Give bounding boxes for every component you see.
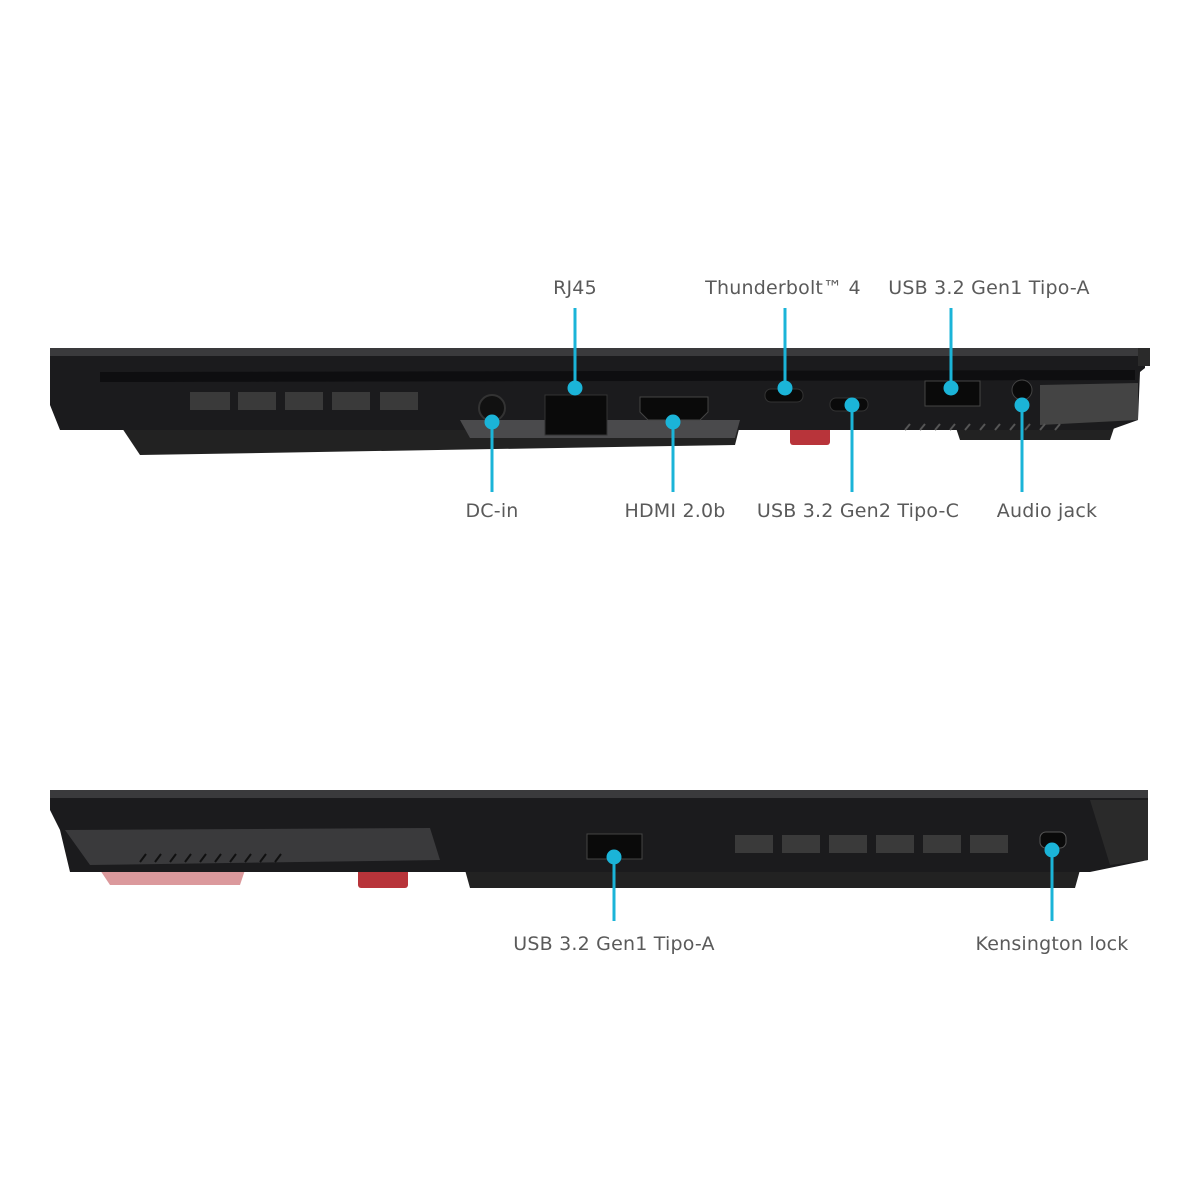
label-thunderbolt-4: Thunderbolt™ 4 (705, 277, 861, 299)
hdmi-port (639, 396, 709, 421)
laptop-left-side-view (50, 348, 1150, 455)
vent-grille (190, 392, 418, 410)
label-dc-in: DC-in (465, 500, 519, 522)
label-usb-a-left: USB 3.2 Gen1 Tipo-A (888, 277, 1090, 299)
label-kensington-lock: Kensington lock (975, 933, 1129, 955)
label-rj45: RJ45 (553, 277, 597, 299)
vent-grille (735, 835, 1008, 853)
laptop-right-side-view (50, 790, 1148, 888)
callout-lines (484, 308, 1060, 921)
label-usb-a-right: USB 3.2 Gen1 Tipo-A (513, 933, 715, 955)
label-usb-c: USB 3.2 Gen2 Tipo-C (756, 500, 960, 522)
label-hdmi: HDMI 2.0b (624, 500, 726, 522)
label-audio-jack: Audio jack (996, 500, 1098, 522)
audio-jack-port (1011, 379, 1033, 401)
rj45-port (544, 394, 608, 436)
